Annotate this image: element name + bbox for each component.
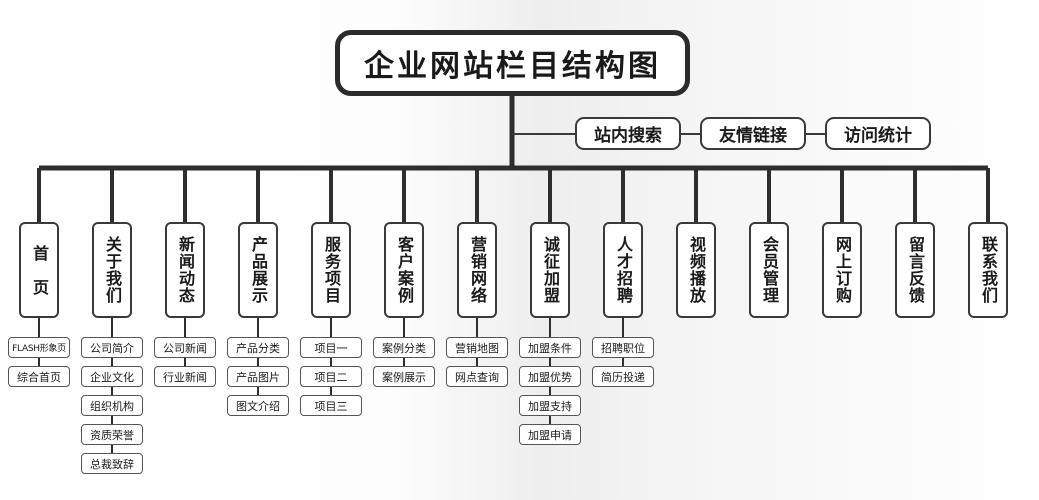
friend-links-node: 友情链接 — [700, 117, 806, 150]
column-video: 视频播放 — [676, 222, 716, 318]
sub-item-franchise-advantages: 加盟优势 — [519, 366, 581, 387]
column-services: 服务项目 — [311, 222, 351, 318]
sub-item-project-3: 项目三 — [300, 395, 362, 416]
sub-item-culture: 企业文化 — [81, 366, 143, 387]
column-network: 营销网络 — [457, 222, 497, 318]
sub-item-project-1: 项目一 — [300, 337, 362, 358]
column-products: 产品展示 — [238, 222, 278, 318]
sub-item-case-category: 案例分类 — [373, 337, 435, 358]
sub-item-company-news: 公司新闻 — [154, 337, 216, 358]
column-cases: 客户案例 — [384, 222, 424, 318]
column-home: 首 页 — [19, 222, 59, 318]
visit-stats-node: 访问统计 — [825, 117, 931, 150]
sub-item-franchise-terms: 加盟条件 — [519, 337, 581, 358]
column-order: 网上订购 — [822, 222, 862, 318]
sub-item-marketing-map: 营销地图 — [446, 337, 508, 358]
sub-item-product-images: 产品图片 — [227, 366, 289, 387]
sub-item-job-openings: 招聘职位 — [592, 337, 654, 358]
sub-item-resume-submit: 简历投递 — [592, 366, 654, 387]
column-franchise: 诚征加盟 — [530, 222, 570, 318]
site-search-node: 站内搜索 — [575, 117, 681, 150]
sub-item-project-2: 项目二 — [300, 366, 362, 387]
column-news: 新闻动态 — [165, 222, 205, 318]
column-feedback: 留言反馈 — [895, 222, 935, 318]
sub-item-ceo-message: 总裁致辞 — [81, 453, 143, 474]
sub-item-flash-page: FLASH形象页 — [8, 337, 70, 358]
sub-item-main-home: 综合首页 — [8, 366, 70, 387]
sub-item-industry-news: 行业新闻 — [154, 366, 216, 387]
sub-item-graphic-intro: 图文介绍 — [227, 395, 289, 416]
column-members: 会员管理 — [749, 222, 789, 318]
column-recruitment: 人才招聘 — [603, 222, 643, 318]
sub-item-honors: 资质荣誉 — [81, 424, 143, 445]
column-contact: 联系我们 — [968, 222, 1008, 318]
sub-item-outlet-search: 网点查询 — [446, 366, 508, 387]
sub-item-product-category: 产品分类 — [227, 337, 289, 358]
sub-item-organization: 组织机构 — [81, 395, 143, 416]
sub-item-company-intro: 公司简介 — [81, 337, 143, 358]
sub-item-case-showcase: 案例展示 — [373, 366, 435, 387]
sub-item-franchise-apply: 加盟申请 — [519, 424, 581, 445]
sub-item-franchise-support: 加盟支持 — [519, 395, 581, 416]
diagram-title: 企业网站栏目结构图 — [335, 30, 690, 96]
column-about: 关于我们 — [92, 222, 132, 318]
